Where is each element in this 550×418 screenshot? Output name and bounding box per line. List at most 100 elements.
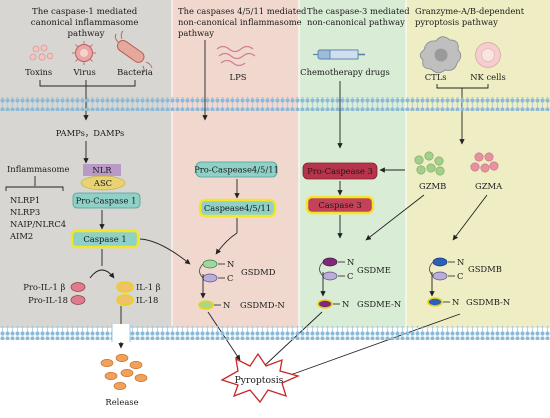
svg-text:CTLs NK cells: CTLs NK cells [425,72,506,82]
gsdme-n-fragment [317,299,333,309]
gzma-icon [470,152,499,173]
pyroptosis-burst [220,352,300,404]
gsdmb-protein [429,257,448,281]
panel-caspase3-title-2: non-canonical pathway [307,17,405,27]
panel-granzyme-title-2: pyroptosis pathway [415,17,498,27]
caspase4511-box [198,198,277,218]
inflammasome-label: Inflammasome [7,164,69,174]
pro-il1b-label: Pro-IL-1 β [23,282,65,292]
panel-canonical-title-2: canonical inflammasome [31,18,139,28]
inflammasome-member: NLRP3 [10,207,40,217]
pro-caspase1-box [72,192,141,209]
pro-caspase3-box [302,162,378,180]
asc-label: ASC [93,178,112,188]
release-label: Release [105,397,138,407]
pro-caspase1-label: Pro-Caspase 1 [76,196,137,206]
panel-noncanonical-title-2: non-canonical inflammasome [178,17,302,27]
gsdmd-n-label: GSDMD-N [240,300,285,310]
pro-caspase3-label: Pro-Caspease 3 [307,166,373,176]
pro-caspase4511-box [195,161,278,178]
il18-icon [116,294,134,306]
gsdmb-n-fragment [427,297,443,307]
svg-text:N GSDME-N: N GSDME-N [342,299,401,309]
toxins-icon [29,44,54,61]
gsdmd-n-fragment-domain-label: N [223,300,230,310]
nlr-label: NLR [92,165,112,175]
panel-noncanonical-title-1: The caspases 4/5/11 mediated [178,6,307,16]
gsdme-label: GSDME [357,265,391,275]
gsdmb-c-domain-label: C [457,271,463,281]
pamps-label: PAMPs，DAMPs [56,128,125,138]
gzmb-icon [414,151,445,176]
gzma-label: GZMA [475,181,503,191]
il1b-icon [116,281,134,293]
pyroptosis-label: Pyroptosis [235,375,284,386]
gsdmb-n-label: GSDMB-N [466,297,510,307]
bacteria-icon [114,30,153,74]
panel-canonical-title-3: pathway [68,29,105,39]
gsdmd-n-domain-label: N [227,259,234,269]
caspase3-label: Caspase 3 [318,200,361,210]
svg-text:GZMB GZMA: GZMB GZMA [419,181,503,191]
syringe-icon [313,49,365,60]
il18-label: IL-18 [136,295,158,305]
svg-text:IL-1 β IL-18: IL-1 β IL-18 [136,282,163,305]
svg-text:The caspase-1 mediated can: The caspase-1 mediated canonical inflamm… [31,7,141,39]
plasma-membrane-bottom [0,326,550,340]
svg-text:Pro-IL-1 β Pro-IL-18: Pro-IL-1 β Pro-IL-18 [23,282,68,305]
panel-noncanonical-title-3: pathway [178,28,214,38]
gsdmb-n-fragment-domain-label: N [452,297,459,307]
chemo-label: Chemotherapy drugs [300,67,390,77]
gsdmd-c-domain-label: C [227,273,233,283]
inflammasome-member: NAIP/NLRC4 [10,219,66,229]
il1b-label: IL-1 β [136,282,161,292]
lps-label: LPS [230,72,247,82]
released-cytokines [100,354,148,390]
panel-caspase3-title-1: The caspase-3 mediated [307,6,410,16]
panel-canonical-title-1: The caspase-1 mediated [32,7,138,17]
ctls-icon [419,36,462,74]
gsdmd-label: GSDMD [241,267,276,277]
svg-text:N GSDMD-N: N GSDMD-N [223,300,285,310]
virus-icon [72,41,96,65]
gsdme-n-domain-label: N [347,257,354,267]
gsdmb-n-domain-label: N [457,257,464,267]
pro-caspase4511-label: Pro-Caspease4/5/11 [194,165,279,175]
ctls-label: CTLs [425,72,447,82]
asc-ellipse [80,175,126,191]
gsdme-n-fragment-domain-label: N [342,299,349,309]
svg-text:The caspase-3 mediated non: The caspase-3 mediated non-canonical pat… [307,6,412,27]
gasdermin-pore [111,324,131,342]
gsdmb-label: GSDMB [468,264,502,274]
svg-text:N C: N C [457,257,467,281]
svg-text:N C: N C [347,257,357,281]
pro-il18-label: Pro-IL-18 [28,295,68,305]
svg-text:Toxins Virus Bacteria: Toxins Virus Bacteria [25,67,153,77]
virus-label: Virus [73,67,96,77]
svg-text:N C: N C [227,259,237,283]
gsdmd-n-fragment [198,300,214,310]
gsdme-c-domain-label: C [347,271,353,281]
svg-text:NLRP1 NLRP3 NAIP/NLRC4: NLRP1 NLRP3 NAIP/NLRC4 AIM2 [9,195,69,241]
bacteria-label: Bacteria [117,67,153,77]
inflammasome-member: NLRP1 [10,195,40,205]
caspase1-label: Caspase 1 [83,234,126,244]
gzmb-label: GZMB [419,181,446,191]
caspase3-box [305,195,375,215]
lps-icon [216,45,256,67]
caspase4511-label: Caspease4/5/11 [204,203,271,213]
svg-text:The caspases 4/5/11 mediated: The caspases 4/5/11 mediated non-canonic… [178,6,309,38]
svg-text:N GSDMB-N: N GSDMB-N [452,297,510,307]
nk-cells-label: NK cells [470,72,506,82]
nk-cell-icon [475,42,501,68]
toxins-label: Toxins [25,67,52,77]
plasma-membrane-top [0,97,550,111]
gsdmd-protein [199,259,218,283]
panel-granzyme-title-1: Granzyme-A/B-dependent [415,6,525,16]
caspase1-box [70,229,140,249]
nlr-box [83,164,121,176]
gsdme-protein [319,257,338,281]
svg-text:Granzyme-A/B-dependent pyr: Granzyme-A/B-dependent pyroptosis pathwa… [415,6,527,27]
pro-il1b-icon [70,282,86,292]
